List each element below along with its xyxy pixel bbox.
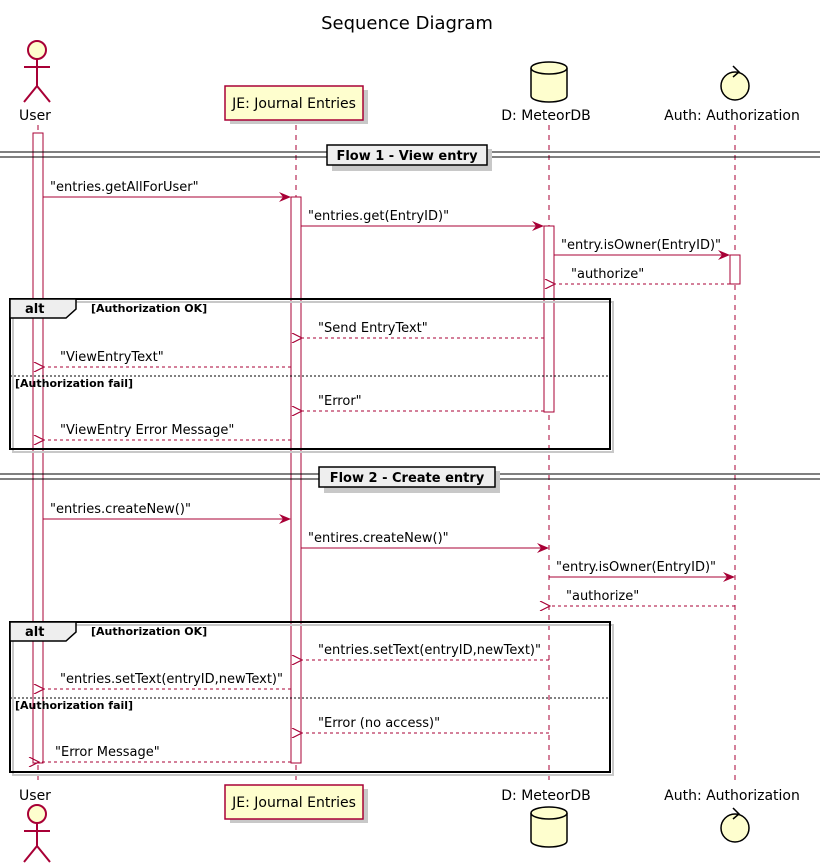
alt-frame-flow-1: alt [Authorization OK] [Authorization fa… (9, 298, 614, 453)
participant-user-bottom: User (19, 788, 51, 863)
participant-authorization-bottom: Auth: Authorization (664, 788, 800, 843)
message-label: "Send EntryText" (318, 321, 428, 336)
message-is-owner: "entry.isOwner(EntryID)" (554, 238, 730, 260)
message-label: "Error Message" (55, 745, 160, 760)
participant-label: D: MeteorDB (501, 788, 590, 804)
participant-label: Auth: Authorization (664, 108, 800, 124)
participant-authorization-top: Auth: Authorization (664, 65, 800, 124)
diagram-title: Sequence Diagram (321, 13, 493, 34)
message-entires-create-new: "entires.createNew()" (301, 531, 549, 553)
message-label: "entries.getAllForUser" (50, 180, 199, 195)
message-label: "ViewEntry Error Message" (60, 423, 234, 438)
guard-ok: [Authorization OK] (91, 625, 207, 638)
message-label: "entries.setText(entryID,newText)" (318, 643, 541, 658)
message-view-entry-text: "ViewEntryText" (44, 350, 291, 367)
message-label: "entries.createNew()" (50, 502, 191, 517)
participant-user-top: User (19, 40, 51, 124)
participant-label: JE: Journal Entries (231, 96, 356, 112)
message-label: "authorize" (566, 589, 639, 604)
message-label: "entires.createNew()" (308, 531, 449, 546)
participant-meteordb-top: D: MeteorDB (501, 61, 591, 124)
participant-label: JE: Journal Entries (231, 795, 356, 811)
activation-authorization (729, 254, 741, 285)
message-is-owner-2: "entry.isOwner(EntryID)" (549, 560, 735, 582)
control-icon (720, 807, 750, 843)
message-label: "entry.isOwner(EntryID)" (561, 238, 721, 253)
guard-fail: [Authorization fail] (15, 699, 133, 712)
participant-label: D: MeteorDB (501, 108, 590, 124)
message-authorize: "authorize" (555, 267, 730, 284)
message-authorize-2: "authorize" (550, 589, 735, 606)
actor-icon (23, 804, 51, 863)
alt-frame-flow-2: alt [Authorization OK] [Authorization fa… (9, 621, 614, 776)
message-get-all-for-user: "entries.getAllForUser" (43, 180, 291, 202)
message-set-text-db: "entries.setText(entryID,newText)" (302, 643, 549, 660)
control-icon (720, 65, 750, 101)
participant-meteordb-bottom: D: MeteorDB (501, 788, 591, 848)
message-label: "ViewEntryText" (60, 350, 164, 365)
participant-journal-entries-bottom: JE: Journal Entries (224, 784, 368, 823)
alt-keyword: alt (25, 302, 44, 317)
database-icon (530, 806, 568, 848)
activation-meteordb (543, 225, 555, 413)
message-send-entry-text: "Send EntryText" (302, 321, 544, 338)
participant-label: User (19, 108, 51, 124)
message-label: "Error" (318, 394, 362, 409)
message-entries-create-new: "entries.createNew()" (43, 502, 291, 524)
separator-flow-1: Flow 1 - View entry (0, 144, 820, 171)
message-error-message: "Error Message" (39, 745, 291, 762)
message-error: "Error" (302, 394, 544, 411)
message-error-no-access: "Error (no access)" (302, 716, 549, 733)
message-label: "authorize" (571, 267, 644, 282)
message-set-text-user: "entries.setText(entryID,newText)" (44, 672, 291, 689)
message-entries-get: "entries.get(EntryID)" (301, 209, 544, 231)
guard-fail: [Authorization fail] (15, 377, 133, 390)
activation-journal-entries (290, 196, 302, 764)
participant-journal-entries-top: JE: Journal Entries (224, 85, 368, 124)
guard-ok: [Authorization OK] (91, 302, 207, 315)
message-label: "entries.get(EntryID)" (308, 209, 449, 224)
separator-label: Flow 2 - Create entry (330, 471, 485, 486)
database-icon (530, 61, 568, 103)
message-label: "entries.setText(entryID,newText)" (60, 672, 283, 687)
message-label: "Error (no access)" (318, 716, 440, 731)
alt-keyword: alt (25, 625, 44, 640)
separator-flow-2: Flow 2 - Create entry (0, 466, 820, 493)
participant-label: User (19, 788, 51, 804)
message-label: "entry.isOwner(EntryID)" (556, 560, 716, 575)
participant-label: Auth: Authorization (664, 788, 800, 804)
separator-label: Flow 1 - View entry (336, 149, 478, 164)
message-view-entry-error: "ViewEntry Error Message" (44, 423, 291, 440)
actor-icon (23, 40, 51, 103)
